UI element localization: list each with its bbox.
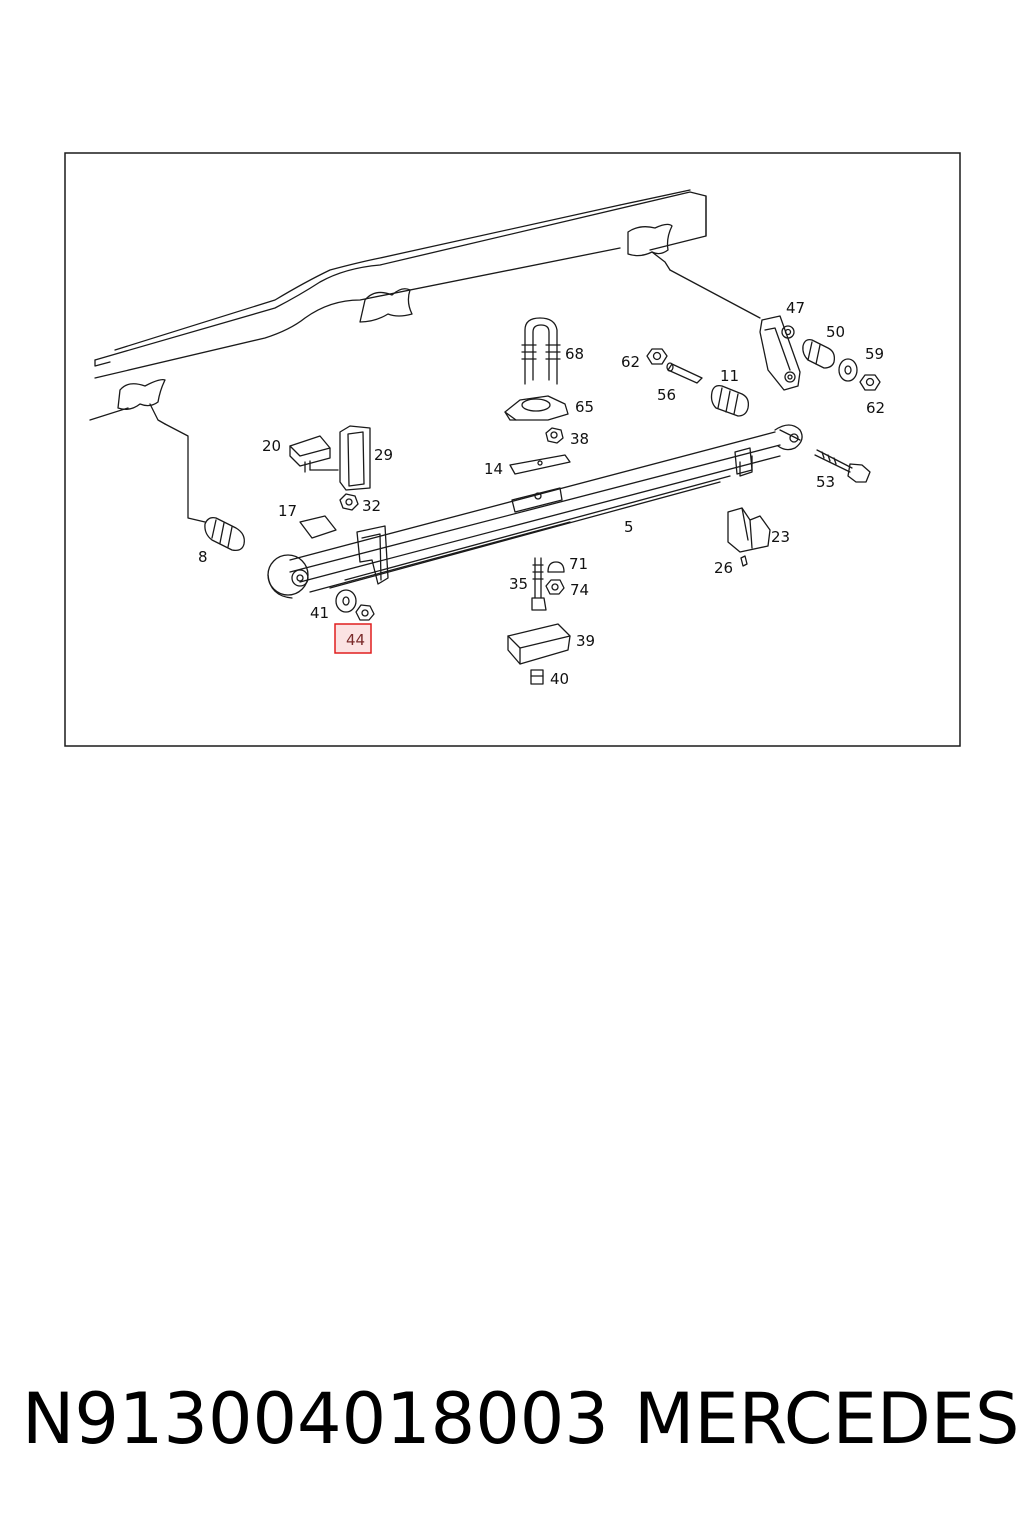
part-32-nut — [339, 493, 359, 511]
part-number: N913004018003 — [22, 1378, 609, 1460]
parts-diagram: 5 8 11 14 17 20 23 26 29 32 35 38 39 40 … — [0, 0, 1024, 760]
frame-rail — [89, 189, 707, 421]
callout-8: 8 — [198, 548, 208, 566]
callout-62-a: 62 — [621, 353, 640, 371]
callout-65: 65 — [575, 398, 594, 416]
callout-71: 71 — [569, 555, 588, 573]
callout-26: 26 — [714, 559, 733, 577]
callout-32: 32 — [362, 497, 381, 515]
center-plate — [511, 487, 563, 513]
part-40-plug — [530, 669, 544, 685]
callout-23: 23 — [771, 528, 790, 546]
callout-74: 74 — [570, 581, 589, 599]
callout-68: 68 — [565, 345, 584, 363]
callout-59: 59 — [865, 345, 884, 363]
part-20-block — [289, 435, 331, 473]
callout-29: 29 — [374, 446, 393, 464]
callout-62-b: 62 — [866, 399, 885, 417]
callout-50: 50 — [826, 323, 845, 341]
part-29-clip — [339, 425, 371, 491]
callout-14: 14 — [484, 460, 503, 478]
part-47-shackle — [759, 315, 801, 391]
part-53-bolt — [814, 449, 871, 483]
callout-5: 5 — [624, 518, 634, 536]
part-14-plate — [509, 454, 571, 475]
part-65-saddle — [504, 395, 569, 421]
part-68-u-bolt — [521, 317, 561, 385]
spring-clip-rear — [734, 447, 753, 475]
callout-17: 17 — [278, 502, 297, 520]
front-hanger-bracket — [117, 378, 166, 425]
part-62-nut-b — [859, 374, 881, 391]
part-50-bushing — [802, 338, 836, 369]
rear-hanger-bracket — [627, 223, 673, 271]
leader-line-front — [164, 423, 206, 523]
part-56-pin — [666, 362, 703, 384]
middle-bracket — [359, 288, 413, 323]
brand-name: MERCEDES — [634, 1378, 1020, 1460]
part-23-bracket — [727, 507, 771, 553]
callout-56: 56 — [657, 386, 676, 404]
part-39-bump-stop — [507, 623, 571, 665]
callout-47: 47 — [786, 299, 805, 317]
part-38-nut — [545, 427, 564, 444]
callout-39: 39 — [576, 632, 595, 650]
highlight-box-44 — [334, 623, 372, 654]
part-74-nut — [545, 579, 565, 595]
callout-44: 44 — [346, 631, 365, 649]
diagram-frame — [64, 152, 961, 747]
part-41-washer — [335, 589, 357, 613]
part-44-nut — [355, 604, 375, 621]
callout-38: 38 — [570, 430, 589, 448]
part-11-bushing — [710, 384, 750, 417]
part-59-washer — [838, 358, 858, 382]
callout-53: 53 — [816, 473, 835, 491]
part-8-bushing — [204, 516, 245, 552]
callout-20: 20 — [262, 437, 281, 455]
part-62-nut-a — [646, 348, 668, 365]
callout-40: 40 — [550, 670, 569, 688]
leader-line-rear — [669, 269, 761, 319]
callout-41: 41 — [310, 604, 329, 622]
callout-35: 35 — [509, 575, 528, 593]
part-35-bolt — [531, 557, 547, 611]
part-26-plug — [740, 555, 748, 567]
part-17-pad — [299, 515, 337, 539]
part-71-cap — [547, 561, 565, 573]
callout-11: 11 — [720, 367, 739, 385]
spring-clip-front — [356, 525, 389, 585]
